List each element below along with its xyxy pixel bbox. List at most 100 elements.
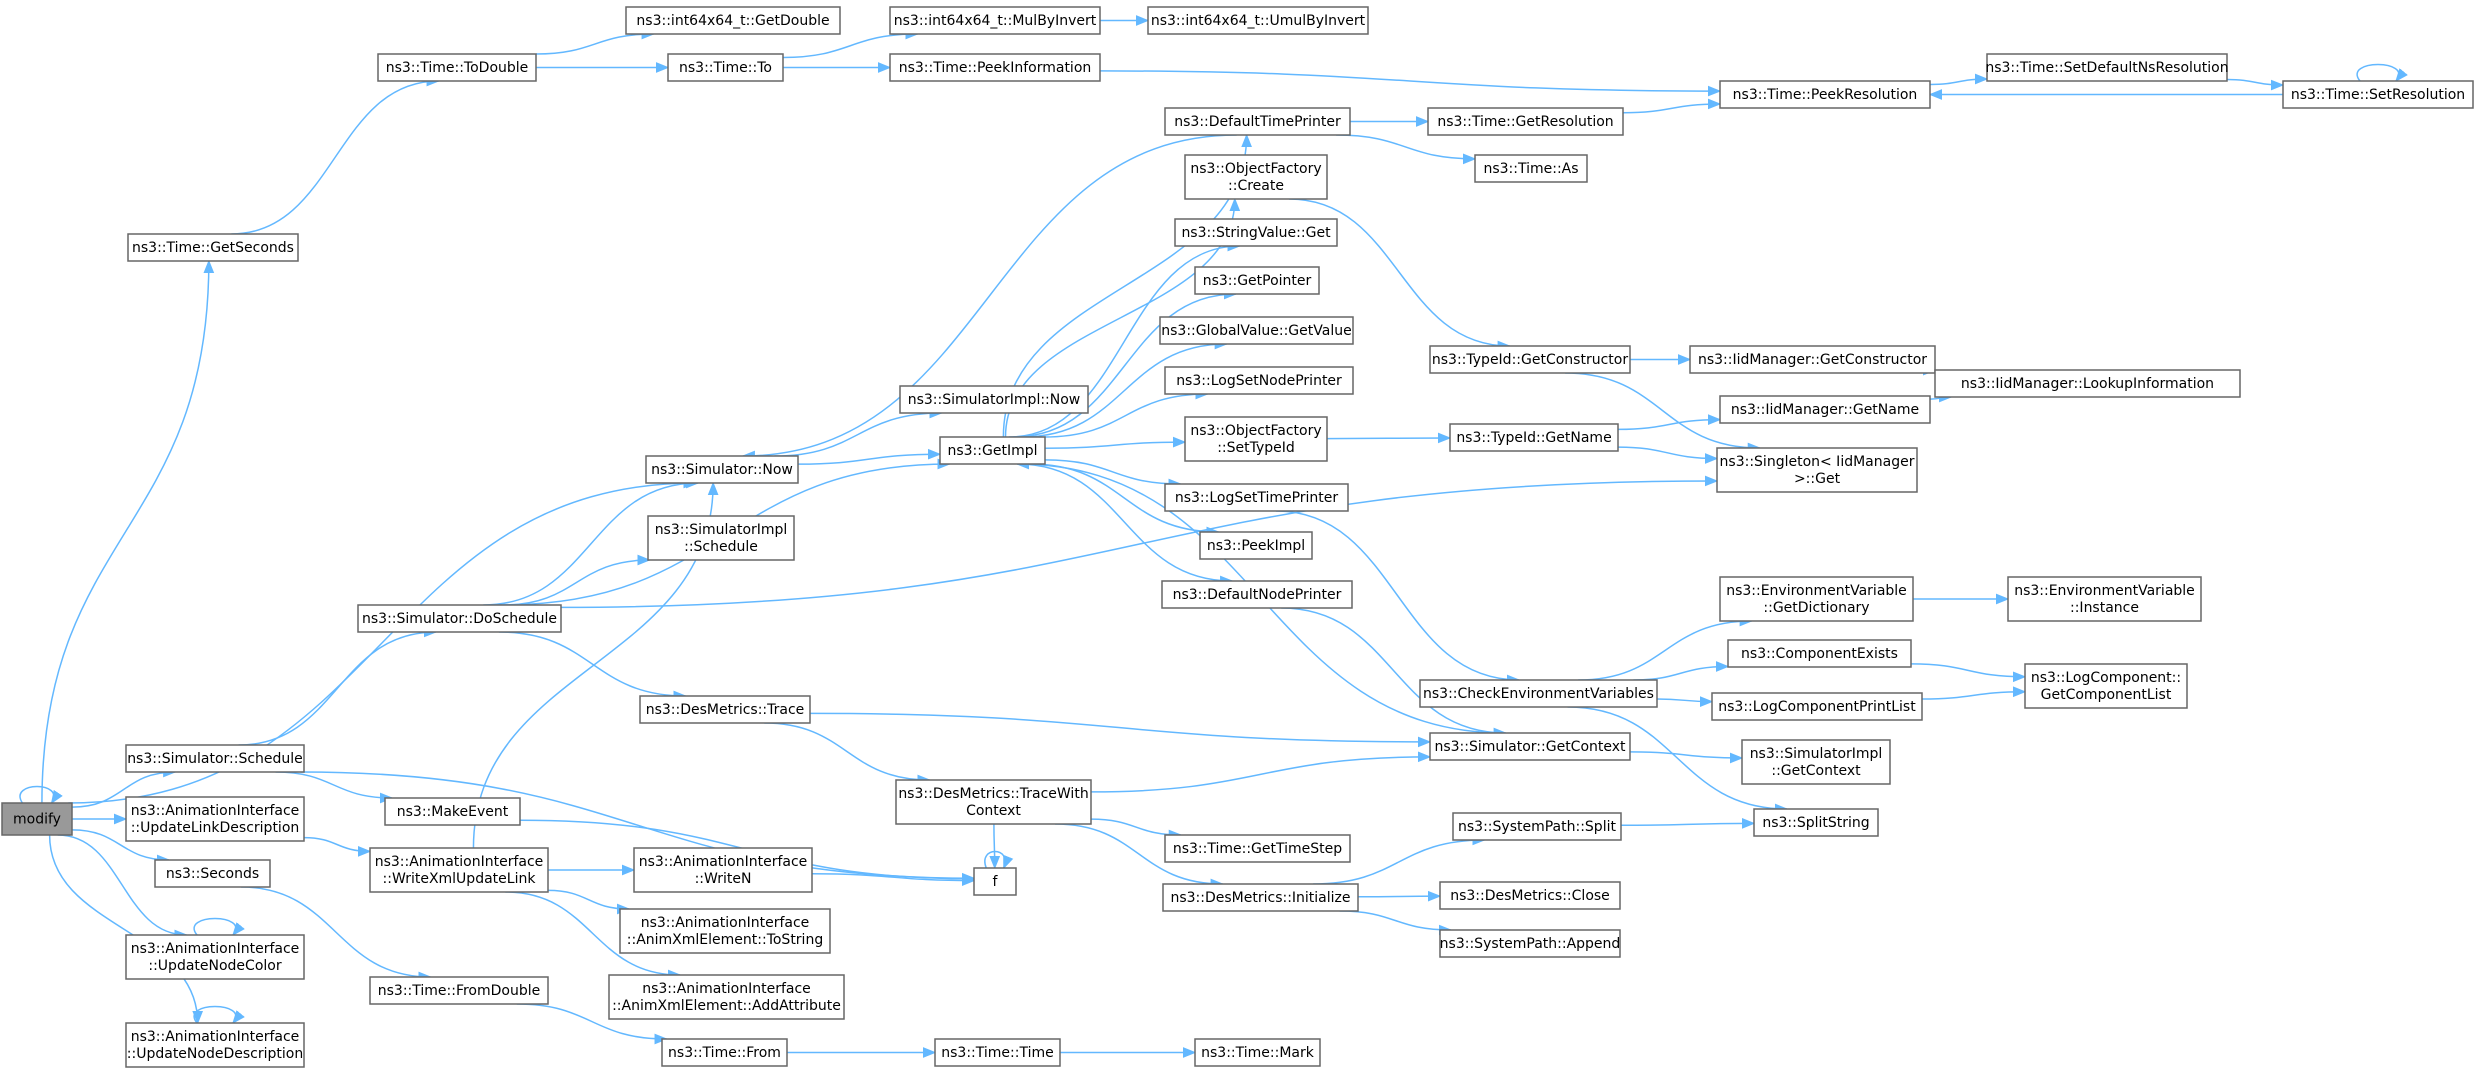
node-peekImpl[interactable]: ns3::PeekImpl <box>1199 531 1313 560</box>
node-iidGetName[interactable]: ns3::IidManager::GetName <box>1719 395 1931 424</box>
node-logSetNodePrinter[interactable]: ns3::LogSetNodePrinter <box>1164 366 1354 395</box>
node-logSetTimePrinter[interactable]: ns3::LogSetTimePrinter <box>1164 483 1349 512</box>
node-timeAs[interactable]: ns3::Time::As <box>1474 154 1588 183</box>
node-typeIdGetCtor[interactable]: ns3::TypeId::GetConstructor <box>1429 345 1631 374</box>
node-aiUpdateNodeDesc[interactable]: ns3::AnimationInterface::UpdateNodeDescr… <box>125 1022 305 1068</box>
node-simNow[interactable]: ns3::Simulator::Now <box>645 455 799 484</box>
node-box <box>1147 6 1369 35</box>
node-splitString[interactable]: ns3::SplitString <box>1753 808 1879 837</box>
node-simDoSchedule[interactable]: ns3::Simulator::DoSchedule <box>357 604 562 633</box>
edge-peekInformation-to-peekResolution <box>1099 70 1722 97</box>
node-checkEnvVars[interactable]: ns3::CheckEnvironmentVariables <box>1419 679 1658 708</box>
node-label: ::GetContext <box>1771 763 1861 779</box>
node-label: ::UpdateLinkDescription <box>131 820 300 836</box>
node-sysPathAppend[interactable]: ns3::SystemPath::Append <box>1439 929 1621 958</box>
node-aiWriteXmlUpdateLink[interactable]: ns3::AnimationInterface::WriteXmlUpdateL… <box>369 847 549 893</box>
node-aiToString[interactable]: ns3::AnimationInterface::AnimXmlElement:… <box>619 908 831 954</box>
node-logCompPrintList[interactable]: ns3::LogComponentPrintList <box>1711 692 1923 721</box>
edge-aiUpdateNodeColor-to-aiUpdateNodeColor <box>193 917 245 937</box>
node-simSchedule[interactable]: ns3::Simulator::Schedule <box>125 744 305 773</box>
node-typeIdGetName[interactable]: ns3::TypeId::GetName <box>1449 423 1619 452</box>
node-toDouble[interactable]: ns3::Time::ToDouble <box>377 53 537 82</box>
node-aiUpdateNodeColor[interactable]: ns3::AnimationInterface::UpdateNodeColor <box>125 934 305 980</box>
edge-modify-to-aiUpdateNodeDesc <box>48 834 204 1025</box>
edge-getImpl-to-stringValueGet <box>1008 240 1242 438</box>
node-i64GetDouble[interactable]: ns3::int64x64_t::GetDouble <box>625 6 841 35</box>
node-simGetContext[interactable]: ns3::Simulator::GetContext <box>1429 732 1631 761</box>
edge-desTrace-to-desTraceWithCtx <box>764 722 931 786</box>
node-label: ns3::Time::PeekInformation <box>899 60 1092 76</box>
node-iidLookup[interactable]: ns3::IidManager::LookupInformation <box>1934 369 2241 398</box>
node-modify[interactable]: modify <box>1 802 73 836</box>
node-label: ns3::Time::ToDouble <box>386 60 529 76</box>
node-box <box>369 976 549 1005</box>
node-stringValueGet[interactable]: ns3::StringValue::Get <box>1174 218 1338 247</box>
node-f[interactable]: f <box>973 867 1017 896</box>
node-simImplGetContext[interactable]: ns3::SimulatorImpl::GetContext <box>1741 739 1891 785</box>
node-logCompGetList[interactable]: ns3::LogComponent::GetComponentList <box>2024 663 2188 709</box>
edge-checkEnvVars-to-envGetDict <box>1578 615 1754 681</box>
node-timeMark[interactable]: ns3::Time::Mark <box>1194 1038 1321 1067</box>
node-simImplNow[interactable]: ns3::SimulatorImpl::Now <box>899 385 1089 414</box>
node-timeFrom[interactable]: ns3::Time::From <box>661 1038 788 1067</box>
node-getImpl[interactable]: ns3::GetImpl <box>939 436 1046 465</box>
node-label: ns3::DesMetrics::Initialize <box>1170 890 1350 906</box>
node-envGetDict[interactable]: ns3::EnvironmentVariable::GetDictionary <box>1719 576 1914 622</box>
node-aiWriteN[interactable]: ns3::AnimationInterface::WriteN <box>633 847 813 893</box>
node-desTrace[interactable]: ns3::DesMetrics::Trace <box>639 695 811 724</box>
node-getTimeStep[interactable]: ns3::Time::GetTimeStep <box>1164 834 1351 863</box>
node-getPointer[interactable]: ns3::GetPointer <box>1194 266 1320 295</box>
node-label: ns3::GlobalValue::GetValue <box>1161 323 1351 339</box>
node-iidGetCtor[interactable]: ns3::IidManager::GetConstructor <box>1689 345 1936 374</box>
node-box <box>1727 639 1912 668</box>
node-sysPathSplit[interactable]: ns3::SystemPath::Split <box>1452 812 1622 841</box>
node-envInstance[interactable]: ns3::EnvironmentVariable::Instance <box>2007 576 2202 622</box>
node-ofSetTypeId[interactable]: ns3::ObjectFactory::SetTypeId <box>1184 416 1328 462</box>
edge-simNow-to-getImpl <box>797 448 942 465</box>
node-label: ns3::Time::GetResolution <box>1437 114 1613 130</box>
node-label: ns3::EnvironmentVariable <box>1726 583 1907 599</box>
node-label: ns3::Time::PeekResolution <box>1733 87 1918 103</box>
node-timeTo[interactable]: ns3::Time::To <box>667 53 784 82</box>
edge-desInitialize-to-sysPathSplit <box>1313 834 1486 885</box>
node-box <box>2007 576 2202 622</box>
node-label: ::AnimXmlElement::AddAttribute <box>612 998 841 1014</box>
node-makeEvent[interactable]: ns3::MakeEvent <box>384 797 521 826</box>
node-timeTime[interactable]: ns3::Time::Time <box>934 1038 1061 1067</box>
node-aiUpdateLinkDesc[interactable]: ns3::AnimationInterface::UpdateLinkDescr… <box>125 796 305 842</box>
node-simImplSchedule[interactable]: ns3::SimulatorImpl::Schedule <box>647 515 795 561</box>
node-getResolution[interactable]: ns3::Time::GetResolution <box>1427 107 1624 136</box>
edge-setResolution-to-setResolution <box>2356 63 2408 83</box>
node-peekResolution[interactable]: ns3::Time::PeekResolution <box>1719 80 1931 109</box>
node-seconds[interactable]: ns3::Seconds <box>154 859 271 888</box>
node-componentExists[interactable]: ns3::ComponentExists <box>1727 639 1912 668</box>
node-umulByInvert[interactable]: ns3::int64x64_t::UmulByInvert <box>1147 6 1369 35</box>
node-fromDouble[interactable]: ns3::Time::FromDouble <box>369 976 549 1005</box>
node-mulByInvert[interactable]: ns3::int64x64_t::MulByInvert <box>889 6 1101 35</box>
edge-defaultTimePrinter-to-timeAs <box>1336 134 1477 165</box>
edge-getImpl-to-ofSetTypeId <box>1044 436 1187 449</box>
node-label: ::UpdateNodeColor <box>148 958 281 974</box>
node-peekInformation[interactable]: ns3::Time::PeekInformation <box>889 53 1101 82</box>
node-label: ns3::Time::SetResolution <box>2291 87 2465 103</box>
edge-simGetContext-to-simImplGetContext <box>1629 751 1744 764</box>
edge-modify-to-getSeconds <box>41 259 215 804</box>
edge-logCompPrintList-to-logCompGetList <box>1921 686 2027 700</box>
node-desClose[interactable]: ns3::DesMetrics::Close <box>1439 881 1621 910</box>
node-setResolution[interactable]: ns3::Time::SetResolution <box>2282 80 2474 109</box>
node-label: ns3::Time::SetDefaultNsResolution <box>1985 60 2228 76</box>
node-aiAddAttribute[interactable]: ns3::AnimationInterface::AnimXmlElement:… <box>608 974 845 1020</box>
node-defaultTimePrinter[interactable]: ns3::DefaultTimePrinter <box>1164 107 1351 136</box>
node-label: ns3::ObjectFactory <box>1190 161 1321 177</box>
node-desInitialize[interactable]: ns3::DesMetrics::Initialize <box>1162 883 1359 912</box>
node-ofCreate[interactable]: ns3::ObjectFactory::Create <box>1184 154 1328 200</box>
node-defaultNodePrinter[interactable]: ns3::DefaultNodePrinter <box>1161 580 1353 609</box>
node-globalValueGet[interactable]: ns3::GlobalValue::GetValue <box>1159 316 1354 345</box>
node-setDefaultNsRes[interactable]: ns3::Time::SetDefaultNsResolution <box>1985 53 2229 82</box>
node-label: ns3::DefaultNodePrinter <box>1173 587 1342 603</box>
node-getSeconds[interactable]: ns3::Time::GetSeconds <box>127 233 299 262</box>
edge-desTrace-to-simGetContext <box>809 712 1432 748</box>
node-singletonGet[interactable]: ns3::Singleton< IidManager >::Get <box>1716 447 1918 493</box>
edge-getResolution-to-peekResolution <box>1622 98 1722 114</box>
